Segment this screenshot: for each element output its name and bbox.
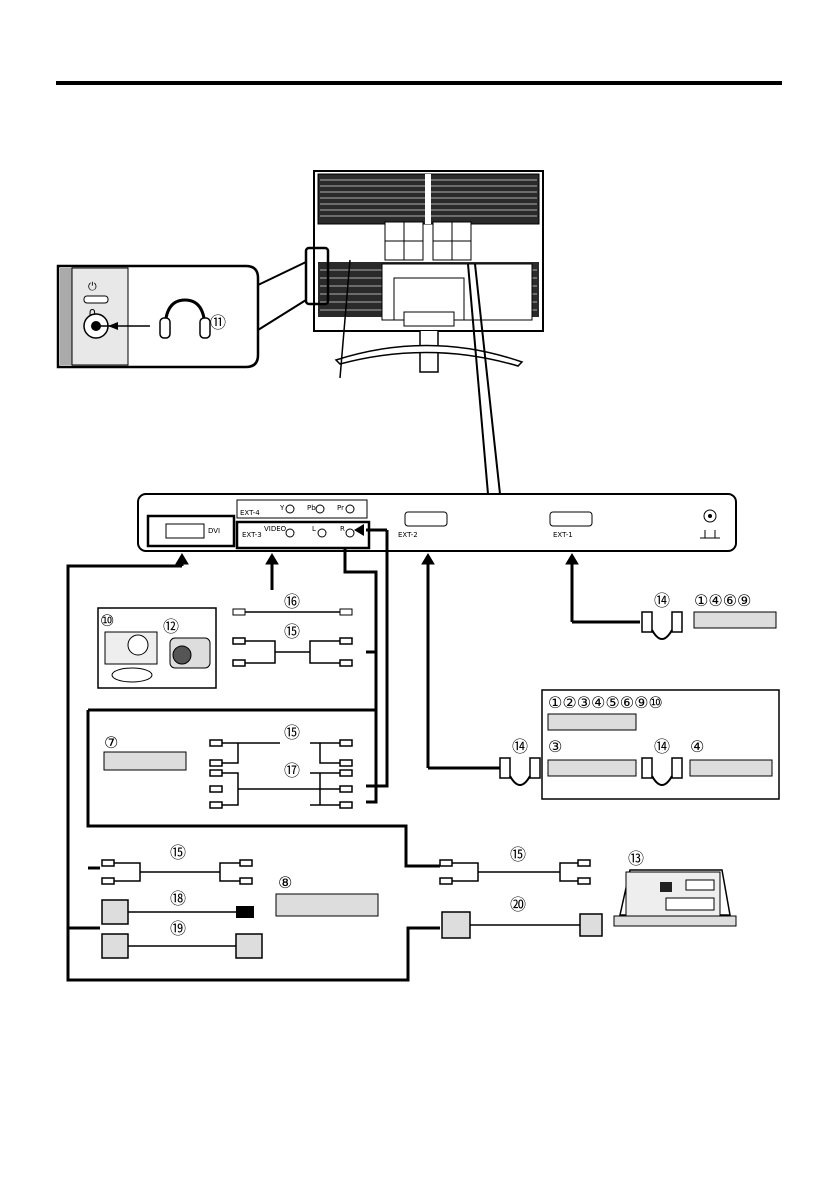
- camcorder-game-box: ⑩ ⑫: [98, 608, 216, 688]
- connector-panel: DVI EXT-4 Y Pb Pr EXT-3 VIDEO L R EXT-2 …: [138, 494, 736, 551]
- label-pc: ⑬: [628, 849, 644, 868]
- device-8: [276, 894, 378, 916]
- label-dev8: ⑧: [278, 873, 292, 892]
- ext4-label: EXT-4: [240, 509, 260, 517]
- headphone-inset: ⏻ ∩ ⑪: [58, 262, 306, 367]
- label-cable20: ⑳: [510, 895, 526, 914]
- label-cable18: ⑱: [170, 889, 186, 908]
- y-label: Y: [279, 504, 285, 512]
- label-dev7: ⑦: [104, 733, 118, 752]
- label-scart-box: ⑭: [654, 737, 670, 756]
- cable-17: [210, 770, 352, 808]
- cable-20: [442, 912, 602, 938]
- cable-15-low-left: [102, 860, 252, 884]
- label-headphones: ⑪: [210, 313, 226, 332]
- label-camcorder: ⑫: [163, 617, 179, 636]
- label-cable19: ⑲: [170, 919, 186, 938]
- label-scart-mid: ⑭: [512, 737, 528, 756]
- label-ext2-devices: ①②③④⑤⑥⑨⑩: [548, 693, 663, 712]
- label-box3: ③: [548, 737, 562, 756]
- l-label: L: [312, 525, 316, 533]
- label-cable15-low-right: ⑮: [510, 845, 526, 864]
- video-label: VIDEO: [264, 525, 287, 533]
- dvi-label: DVI: [208, 527, 220, 535]
- pr-label: Pr: [337, 504, 344, 512]
- scart-ext2: ⑭: [500, 737, 540, 785]
- label-box4: ④: [690, 737, 704, 756]
- cable-15-mid: [210, 740, 352, 766]
- device-ext1: [694, 612, 776, 628]
- cable-15-top: [233, 638, 352, 666]
- label-scart-right: ⑭: [654, 591, 670, 610]
- label-cable16: ⑯: [284, 592, 300, 611]
- pc-icon: [614, 870, 736, 926]
- label-cable17: ⑰: [284, 761, 300, 780]
- pb-label: Pb: [307, 504, 316, 512]
- label-cable15-mid: ⑮: [284, 723, 300, 742]
- label-ext1-devices: ①④⑥⑨: [694, 591, 751, 610]
- ext2-label: EXT-2: [398, 531, 418, 539]
- cable-16: ⑯: [233, 592, 352, 615]
- ext1-label: EXT-1: [553, 531, 573, 539]
- tv-rear-view: [306, 171, 543, 378]
- label-cable15-top: ⑮: [284, 622, 300, 641]
- r-label: R: [340, 525, 345, 533]
- label-game: ⑩: [100, 611, 114, 630]
- ext2-device-group: ①②③④⑤⑥⑨⑩ ③ ⑭ ④: [542, 690, 779, 799]
- scart-ext1: ⑭: [642, 591, 682, 639]
- header-rule: [56, 81, 782, 85]
- device-7: [104, 752, 186, 770]
- power-icon: ⏻: [88, 280, 97, 293]
- label-cable15-low-left: ⑮: [170, 843, 186, 862]
- ext3-label: EXT-3: [242, 531, 262, 539]
